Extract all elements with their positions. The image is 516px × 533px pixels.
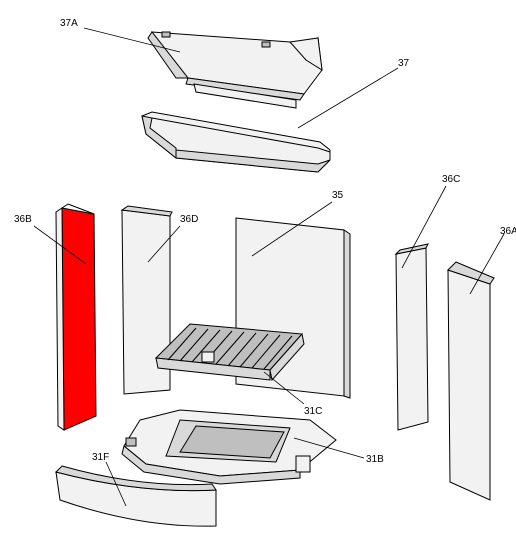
label-36d: 36D xyxy=(180,214,198,225)
label-36b: 36B xyxy=(14,214,32,225)
part-36d[interactable] xyxy=(120,205,173,395)
part-labels: 37A 37 36B 36D 35 36C 36A 31C 31B 31F xyxy=(14,18,516,465)
part-31f[interactable] xyxy=(55,465,217,527)
part-37[interactable] xyxy=(141,111,331,173)
label-36c: 36C xyxy=(442,174,460,185)
label-36a: 36A xyxy=(500,226,516,237)
part-36a[interactable] xyxy=(447,261,495,501)
label-31c: 31C xyxy=(304,406,322,417)
part-37a[interactable] xyxy=(147,31,323,109)
label-35: 35 xyxy=(332,190,344,201)
label-37a: 37A xyxy=(60,18,78,29)
label-31b: 31B xyxy=(366,454,384,465)
leader-lines xyxy=(33,27,505,507)
part-36b[interactable] xyxy=(55,203,97,431)
label-31f: 31F xyxy=(92,452,109,463)
part-31b[interactable] xyxy=(121,409,337,485)
part-31c[interactable] xyxy=(154,323,305,382)
part-36c[interactable] xyxy=(394,243,429,431)
label-37: 37 xyxy=(398,58,410,69)
